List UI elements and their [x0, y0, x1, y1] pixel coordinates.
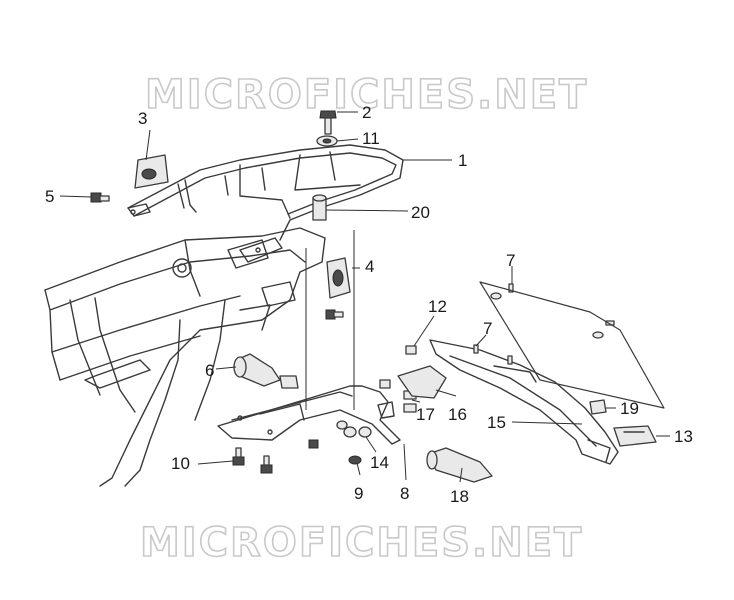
callout-16: 16: [448, 405, 467, 424]
rubber-pad-part-4: [326, 257, 351, 299]
watermark-bottom: MICROFICHES.NET: [140, 520, 583, 566]
callout-8: 8: [400, 484, 409, 503]
callout-19: 19: [620, 399, 639, 418]
reflector-part-13: [613, 425, 657, 447]
bolt-part-4-lower: [325, 309, 344, 320]
reflector-part-16: [397, 365, 447, 399]
license-plate: [479, 281, 665, 409]
callout-9: 9: [354, 484, 363, 503]
callout-13: 13: [674, 427, 693, 446]
callout-14: 14: [370, 453, 389, 472]
luggage-rack-part-1: [127, 144, 404, 263]
callout-1: 1: [458, 151, 467, 170]
callout-5: 5: [45, 187, 54, 206]
callout-labels: 1 2 3 4 5 6 7 7 8 9 10 11 12 13 14 15 16…: [45, 103, 693, 506]
plate-mount-part-15: [429, 339, 619, 465]
callout-7-lower: 7: [483, 319, 492, 338]
nut-part-12: [379, 345, 417, 389]
watermark-top: MICROFICHES.NET: [145, 72, 588, 118]
washer-part-11: [316, 135, 338, 147]
leader-lines: [59, 111, 670, 483]
callout-10: 10: [171, 454, 190, 473]
callout-18: 18: [450, 487, 469, 506]
turn-signal-part-6: [233, 353, 299, 389]
bracket-part-8: [217, 385, 401, 445]
bolt-part-10: [232, 439, 319, 474]
rear-frame: [44, 227, 326, 487]
callout-17: 17: [416, 405, 435, 424]
callout-2: 2: [362, 103, 371, 122]
nut-part-9: [336, 420, 362, 465]
collar-part-20: [312, 194, 327, 221]
callout-7-upper: 7: [506, 251, 515, 270]
callout-6: 6: [205, 361, 214, 380]
callout-15: 15: [487, 413, 506, 432]
turn-signal-part-18: [426, 447, 493, 483]
callout-3: 3: [138, 109, 147, 128]
pad-part-3: [134, 154, 169, 189]
callout-11: 11: [362, 129, 380, 148]
callout-12: 12: [428, 297, 447, 316]
bolt-part-2: [319, 110, 337, 135]
clip-part-14: [343, 401, 395, 438]
nut-part-19: [589, 399, 607, 415]
callout-20: 20: [411, 203, 430, 222]
bolt-part-5: [90, 192, 110, 203]
callout-4: 4: [365, 257, 374, 276]
screw-part-7: [473, 283, 615, 365]
